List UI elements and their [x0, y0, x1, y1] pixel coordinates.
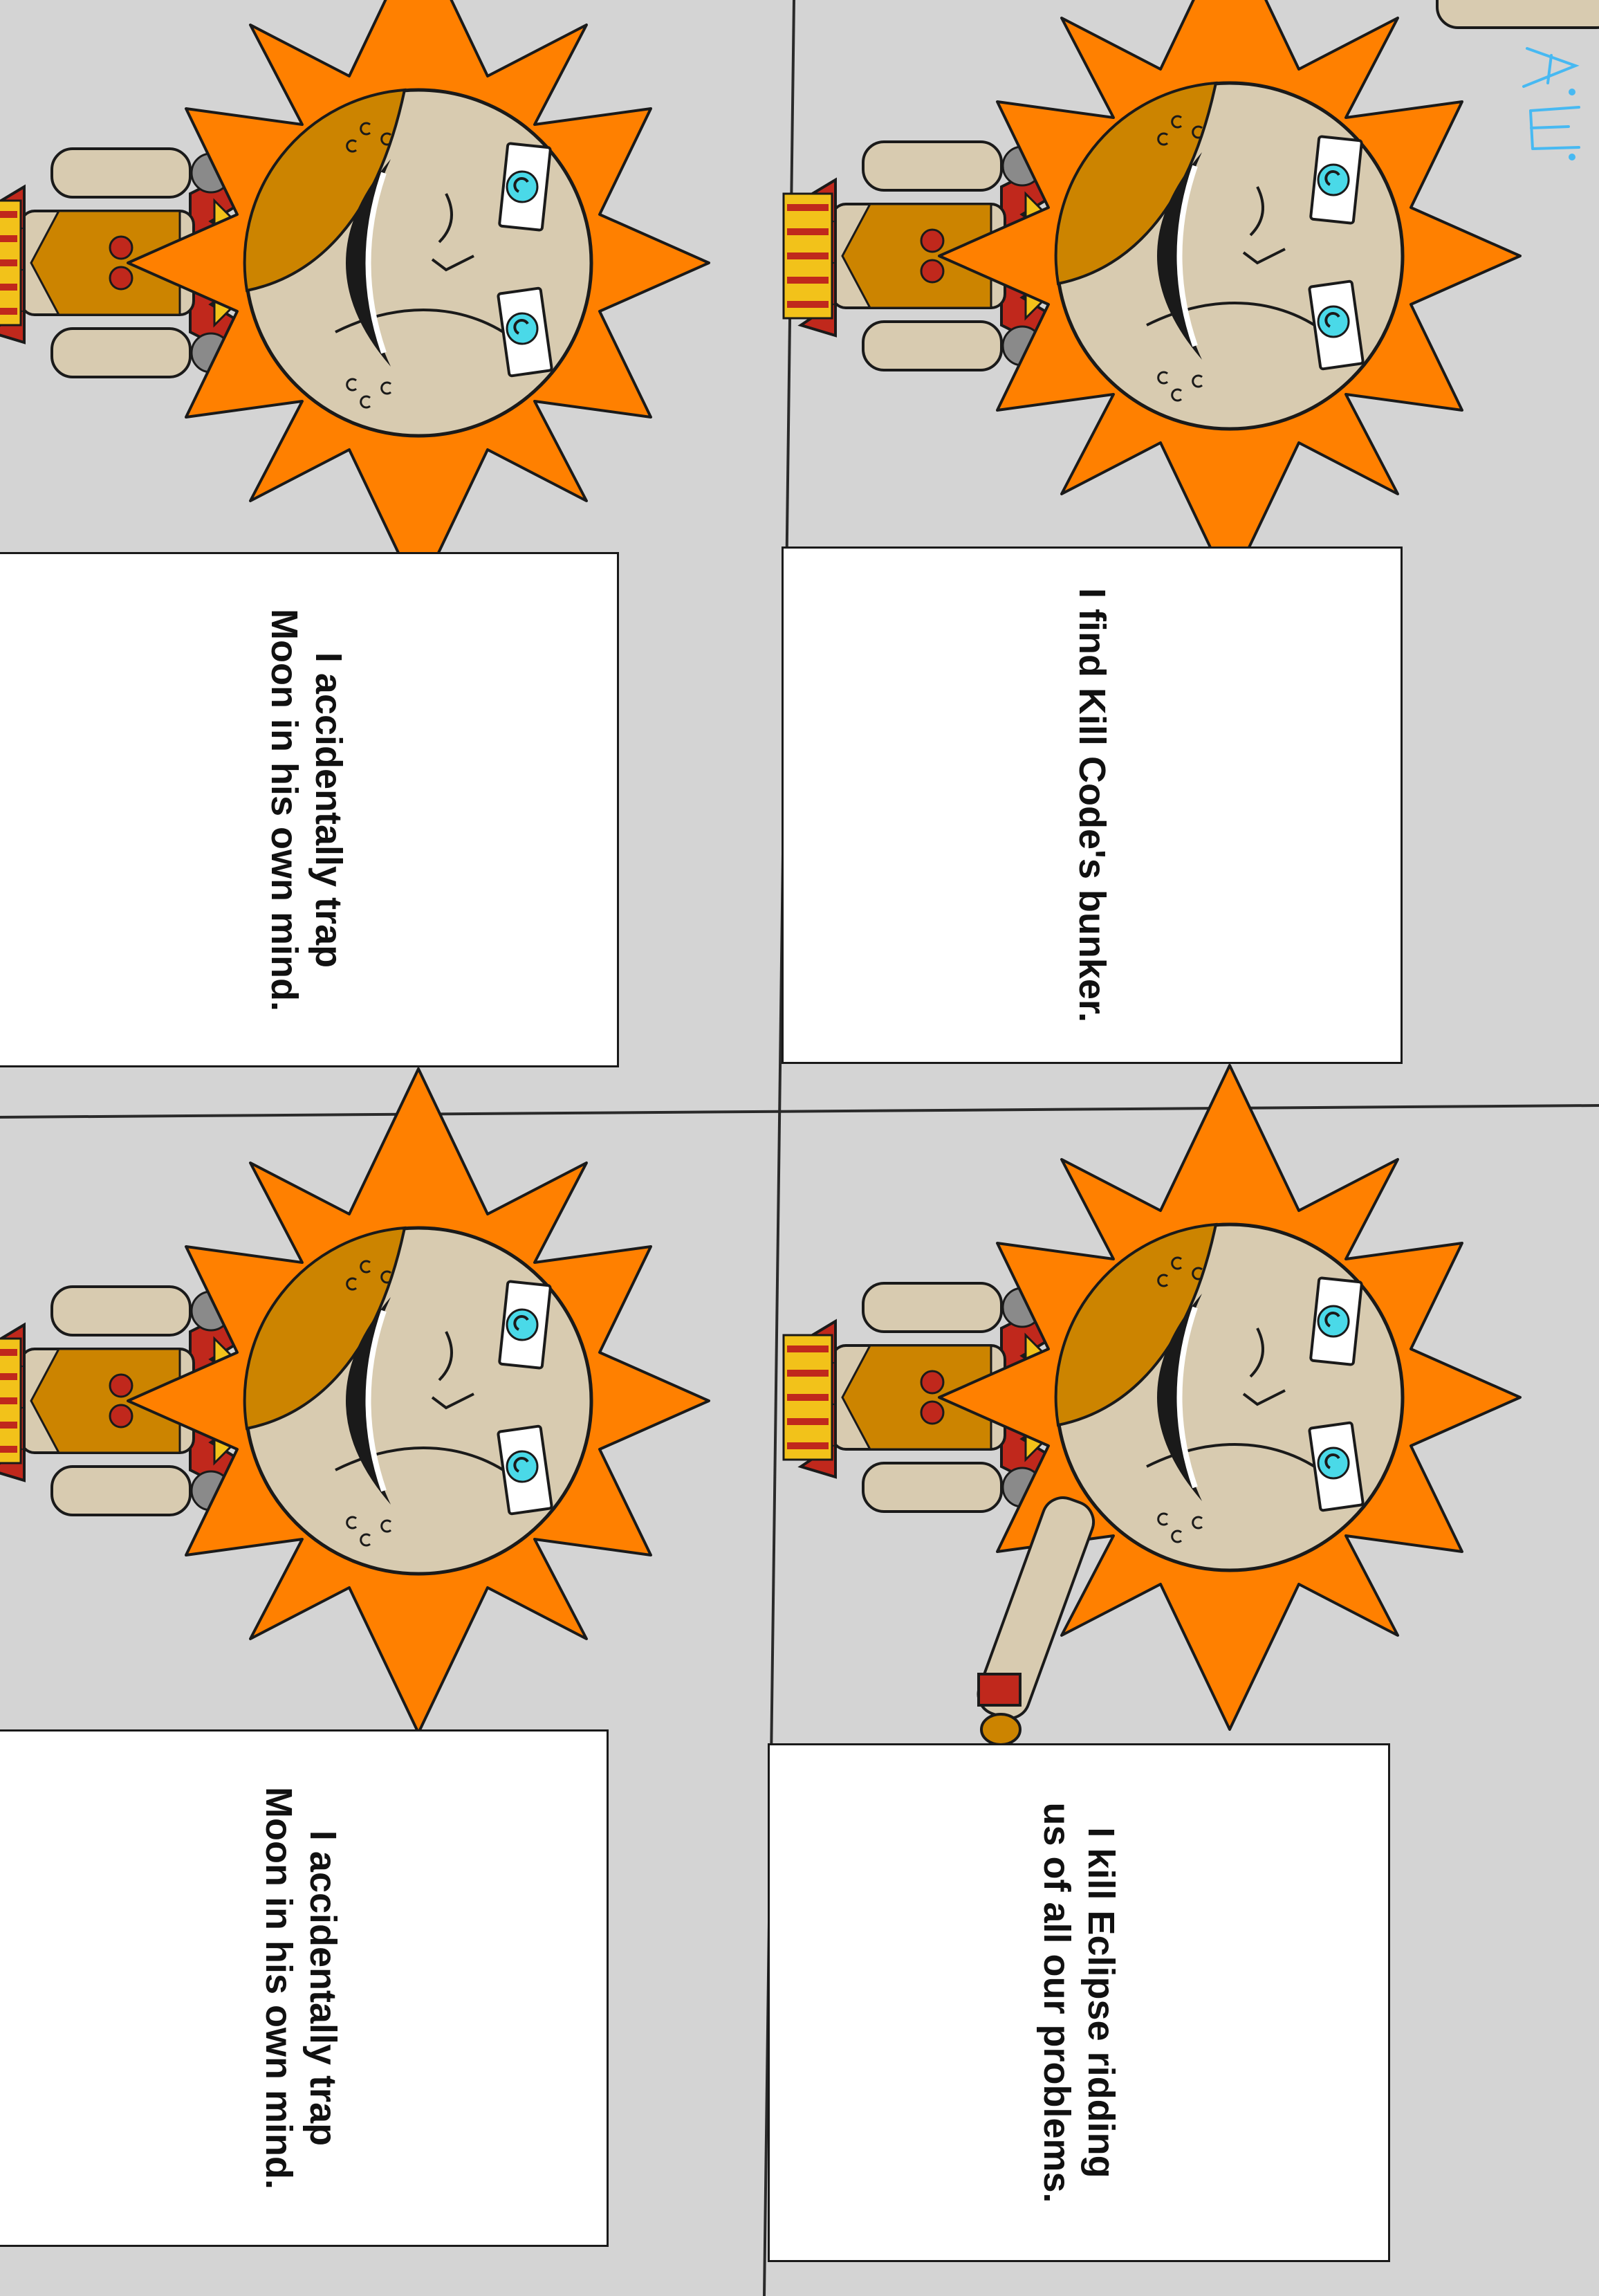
- sun-character-bottom-left: [0, 1069, 709, 1733]
- caption-box-top-right: I find Kill Code's bunker.: [782, 547, 1403, 1064]
- caption-line: Moon in his own mind.: [263, 608, 305, 1011]
- caption-text-bottom-right: I kill Eclipse ridding us of all our pro…: [1035, 1802, 1123, 2203]
- caption-line: us of all our problems.: [1036, 1802, 1078, 2203]
- caption-line: I kill Eclipse ridding: [1080, 1827, 1122, 2178]
- artist-signature: [1522, 47, 1580, 160]
- caption-box-top-left: I accidentally trap Moon in his own mind…: [0, 552, 619, 1067]
- caption-text-top-right: I find Kill Code's bunker.: [1070, 588, 1114, 1022]
- caption-line: I find Kill Code's bunker.: [1071, 588, 1113, 1022]
- caption-line: I accidentally trap: [302, 1830, 344, 2147]
- caption-text-bottom-left: I accidentally trap Moon in his own mind…: [257, 1787, 345, 2189]
- caption-box-bottom-left: I accidentally trap Moon in his own mind…: [0, 1729, 609, 2247]
- caption-box-bottom-right: I kill Eclipse ridding us of all our pro…: [768, 1743, 1390, 2262]
- caption-line: I accidentally trap: [307, 652, 349, 968]
- caption-text-top-left: I accidentally trap Moon in his own mind…: [262, 609, 351, 1011]
- caption-line: Moon in his own mind.: [258, 1787, 299, 2189]
- extended-arm: [977, 1496, 1096, 1746]
- sun-character-bottom-right: [784, 1065, 1520, 1729]
- sun-character-top-right: [784, 0, 1599, 588]
- sun-character-top-left: [0, 0, 709, 595]
